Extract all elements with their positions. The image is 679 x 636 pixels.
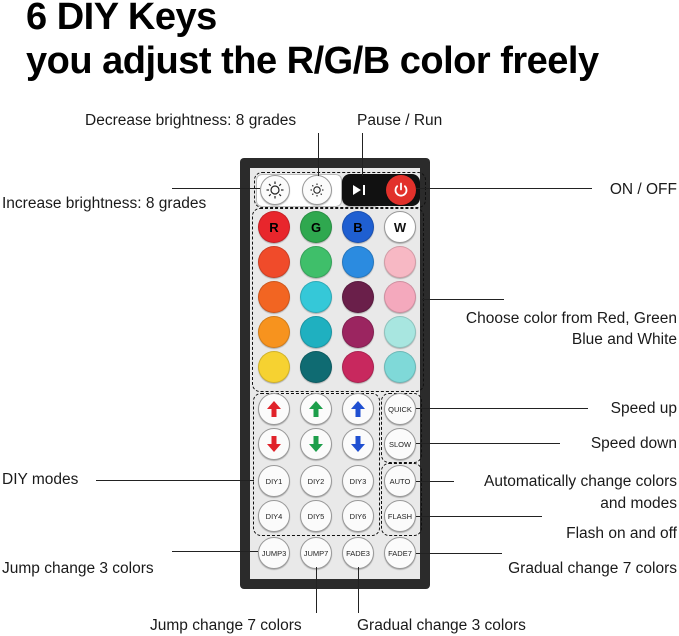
color-keys-outline xyxy=(252,208,424,392)
leader-jump3 xyxy=(172,551,258,552)
blue-up-arrow-icon xyxy=(351,401,365,417)
label-speed-up: Speed up xyxy=(610,400,677,417)
label-gradual7: Gradual change 7 colors xyxy=(508,560,677,577)
diy2-button[interactable]: DIY2 xyxy=(300,465,332,497)
label-auto-change-line2: and modes xyxy=(600,495,677,512)
diy3-button[interactable]: DIY3 xyxy=(342,465,374,497)
color-key-r2-c2[interactable] xyxy=(300,246,332,278)
red-down-arrow-icon xyxy=(267,436,281,452)
quick-button[interactable]: QUICK xyxy=(384,393,416,425)
top-keys-outline xyxy=(254,172,426,208)
color-key-r5-c3[interactable] xyxy=(342,351,374,383)
white-color-button[interactable]: W xyxy=(384,211,416,243)
blue-down-button[interactable] xyxy=(342,428,374,460)
color-key-r4-c1[interactable] xyxy=(258,316,290,348)
leader-on-off xyxy=(416,188,592,189)
label-pause-run: Pause / Run xyxy=(357,112,443,129)
red-up-arrow-icon xyxy=(267,401,281,417)
headline-diy-keys: 6 DIY Keys xyxy=(26,0,217,38)
jump7-button[interactable]: JUMP7 xyxy=(300,537,332,569)
fade3-button[interactable]: FADE3 xyxy=(342,537,374,569)
diy5-button[interactable]: DIY5 xyxy=(300,500,332,532)
diy6-button[interactable]: DIY6 xyxy=(342,500,374,532)
color-key-r3-c2[interactable] xyxy=(300,281,332,313)
red-down-button[interactable] xyxy=(258,428,290,460)
label-jump7: Jump change 7 colors xyxy=(150,617,302,634)
green-up-button[interactable] xyxy=(300,393,332,425)
leader-speed-down xyxy=(416,443,560,444)
label-jump3: Jump change 3 colors xyxy=(2,560,154,577)
red-up-button[interactable] xyxy=(258,393,290,425)
color-key-r5-c1[interactable] xyxy=(258,351,290,383)
label-speed-down: Speed down xyxy=(590,435,677,452)
leader-fade3 xyxy=(358,567,359,613)
pause-run-button[interactable] xyxy=(342,174,376,206)
color-key-r4-c2[interactable] xyxy=(300,316,332,348)
color-key-r3-c4[interactable] xyxy=(384,281,416,313)
label-diy-modes: DIY modes xyxy=(2,471,79,488)
color-key-r5-c4[interactable] xyxy=(384,351,416,383)
color-key-r3-c3[interactable] xyxy=(342,281,374,313)
increase-brightness-button[interactable] xyxy=(260,175,290,205)
label-on-off: ON / OFF xyxy=(609,181,677,198)
flash-button[interactable]: FLASH xyxy=(384,500,416,532)
label-choose-color-line2: Blue and White xyxy=(571,331,677,348)
dim-sun-icon xyxy=(310,183,324,197)
leader-auto xyxy=(416,481,454,482)
blue-up-button[interactable] xyxy=(342,393,374,425)
leader-decrease-brightness xyxy=(318,133,319,176)
color-key-r4-c3[interactable] xyxy=(342,316,374,348)
diy1-button[interactable]: DIY1 xyxy=(258,465,290,497)
sun-icon xyxy=(266,181,284,199)
jump3-button[interactable]: JUMP3 xyxy=(258,537,290,569)
leader-fade7 xyxy=(416,553,502,554)
color-key-r2-c3[interactable] xyxy=(342,246,374,278)
leader-diy-modes xyxy=(96,480,254,481)
diy4-button[interactable]: DIY4 xyxy=(258,500,290,532)
color-key-r2-c1[interactable] xyxy=(258,246,290,278)
auto-button[interactable]: AUTO xyxy=(384,465,416,497)
label-decrease-brightness: Decrease brightness: 8 grades xyxy=(85,112,297,129)
color-key-r3-c1[interactable] xyxy=(258,281,290,313)
leader-flash xyxy=(416,516,542,517)
green-up-arrow-icon xyxy=(309,401,323,417)
red-color-button[interactable]: R xyxy=(258,211,290,243)
color-key-r5-c2[interactable] xyxy=(300,351,332,383)
leader-speed-up xyxy=(416,408,588,409)
leader-jump7 xyxy=(316,567,317,613)
label-auto-change-line1: Automatically change colors xyxy=(484,473,677,490)
decrease-brightness-button[interactable] xyxy=(302,175,332,205)
green-color-button[interactable]: G xyxy=(300,211,332,243)
green-down-button[interactable] xyxy=(300,428,332,460)
label-choose-color-line1: Choose color from Red, Green xyxy=(465,310,677,327)
power-button[interactable] xyxy=(386,175,416,205)
blue-color-button[interactable]: B xyxy=(342,211,374,243)
label-flash: Flash on and off xyxy=(566,525,677,542)
slow-button[interactable]: SLOW xyxy=(384,428,416,460)
color-key-r2-c4[interactable] xyxy=(384,246,416,278)
fade7-button[interactable]: FADE7 xyxy=(384,537,416,569)
green-down-arrow-icon xyxy=(309,436,323,452)
blue-down-arrow-icon xyxy=(351,436,365,452)
headline-adjust-rgb: you adjust the R/G/B color freely xyxy=(26,40,599,82)
leader-increase-brightness xyxy=(172,188,260,189)
power-icon xyxy=(394,182,408,197)
leader-pause-run xyxy=(362,133,363,176)
label-increase-brightness: Increase brightness: 8 grades xyxy=(2,195,207,212)
leader-choose-color xyxy=(422,299,504,300)
play-pause-icon xyxy=(353,185,365,195)
color-key-r4-c4[interactable] xyxy=(384,316,416,348)
mode-keys-outline xyxy=(381,463,422,536)
label-gradual3: Gradual change 3 colors xyxy=(357,617,526,634)
